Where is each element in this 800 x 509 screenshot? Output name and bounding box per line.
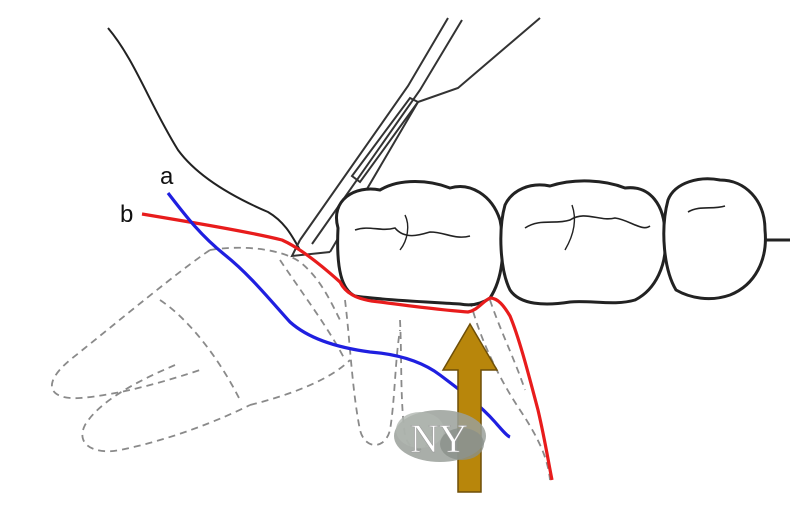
soft-tissue-outline	[107, 27, 301, 251]
molar-fissure-2b	[564, 204, 576, 251]
scalpel-icon	[290, 17, 541, 258]
molar-fissure-1	[354, 227, 471, 238]
bone-outline-dashed	[51, 246, 551, 481]
up-arrow-icon	[441, 322, 499, 493]
line-b-red	[141, 212, 554, 481]
watermark-text: NY	[410, 416, 468, 461]
molar-tooth-2	[499, 179, 667, 306]
watermark: NY	[394, 410, 486, 462]
label-line-a: a	[160, 163, 174, 190]
molar-fissure-2	[524, 215, 651, 229]
molar-fissure-1b	[399, 214, 409, 251]
label-line-b: b	[120, 201, 133, 228]
molar-fissure-3	[687, 205, 726, 213]
molar-tooth-1	[335, 180, 505, 307]
line-a-blue	[166, 192, 511, 439]
molar-tooth-3	[662, 177, 767, 301]
